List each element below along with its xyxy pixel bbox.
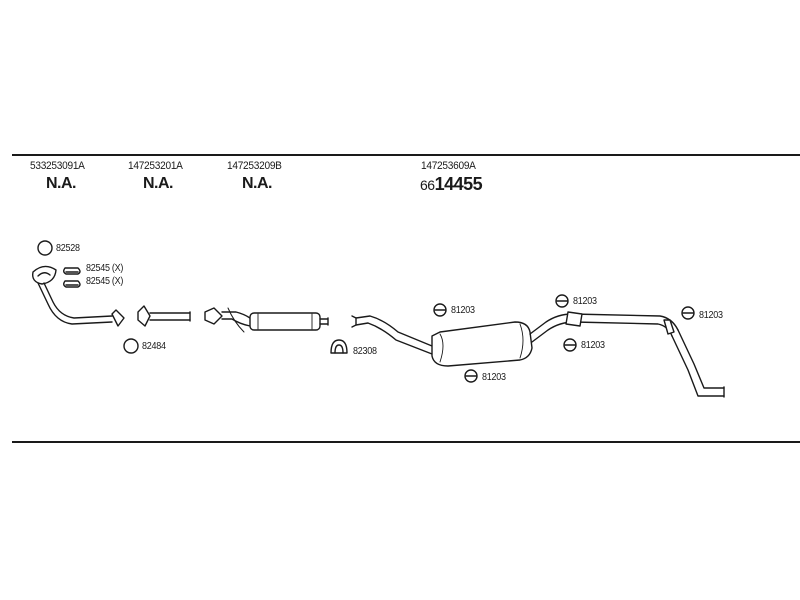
order-number-rear-silencer: 6614455 xyxy=(420,174,483,195)
callout-clamp-82308: 82308 xyxy=(353,346,377,357)
clamp-82545-drawings xyxy=(63,267,81,288)
part-number-front-pipe: 533253091A xyxy=(30,160,85,172)
gasket-82528-drawing xyxy=(37,240,53,256)
part-number-middle-silencer: 147253209B xyxy=(227,160,282,172)
rear-silencer-drawing xyxy=(351,311,725,398)
status-middle-silencer: N.A. xyxy=(242,175,273,192)
callout-clamp-82545-lower: 82545 (X) xyxy=(86,276,124,287)
top-rule xyxy=(12,154,800,156)
status-front-pipe: N.A. xyxy=(46,175,77,192)
part-number-intermediate-pipe: 147253201A xyxy=(128,160,183,172)
clamp-82308-drawing xyxy=(330,339,348,354)
order-main: 14455 xyxy=(434,174,483,194)
intermediate-pipe-drawing xyxy=(137,305,191,327)
callout-gasket-82528: 82528 xyxy=(56,243,80,254)
order-prefix: 66 xyxy=(420,177,435,193)
callout-hanger-81203-front: 81203 xyxy=(451,305,475,316)
callout-hanger-81203-upper: 81203 xyxy=(573,296,597,307)
ring-82484-drawing xyxy=(123,338,139,354)
middle-silencer-drawing xyxy=(204,307,329,333)
part-number-rear-silencer: 147253609A xyxy=(421,160,476,172)
callout-hanger-81203-middle: 81203 xyxy=(581,340,605,351)
bottom-rule xyxy=(12,441,800,443)
callout-ring-82484: 82484 xyxy=(142,341,166,352)
status-intermediate-pipe: N.A. xyxy=(143,175,174,192)
front-pipe-drawing xyxy=(32,265,125,327)
callout-clamp-82545-upper: 82545 (X) xyxy=(86,263,124,274)
hanger-81203-drawings xyxy=(433,294,695,383)
callout-hanger-81203-rear: 81203 xyxy=(699,310,723,321)
callout-hanger-81203-lower: 81203 xyxy=(482,372,506,383)
